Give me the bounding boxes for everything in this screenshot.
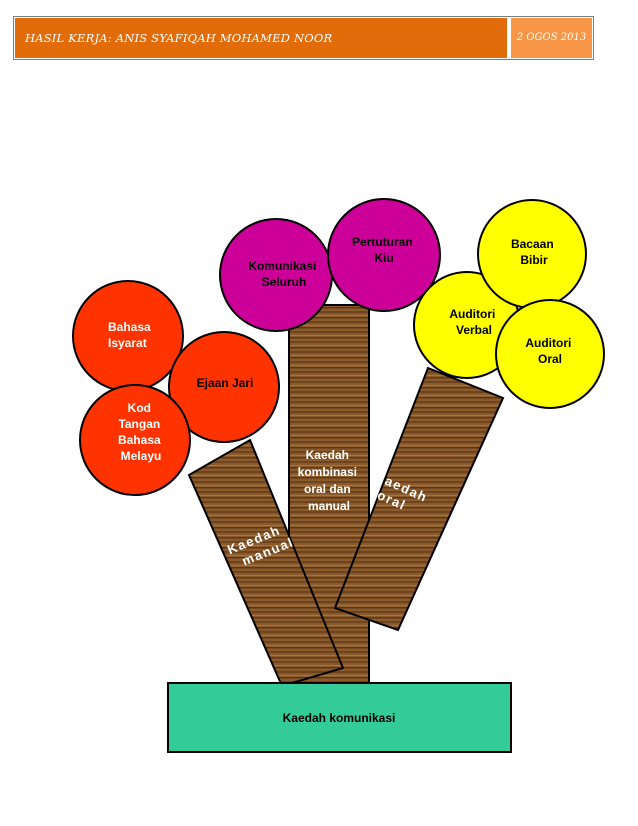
komunikasi-seluruh-line-2: Seluruh bbox=[262, 275, 307, 289]
base-box: Kaedah komunikasi bbox=[167, 682, 512, 753]
bacaan-bibir-line-2: Bibir bbox=[520, 253, 548, 267]
circle-ejaan-jari: Ejaan Jari bbox=[168, 331, 280, 443]
bahasa-isyarat-line-1: Bahasa bbox=[108, 320, 151, 334]
trunk-combined-line-2: kombinasi bbox=[298, 465, 357, 479]
trunk-manual: Kaedah manual bbox=[187, 438, 345, 688]
trunk-oral: Kaedah oral bbox=[333, 366, 505, 632]
kod-tangan-line-3: Bahasa bbox=[118, 433, 161, 447]
circle-kod-tangan: Kod Tangan Bahasa Melayu bbox=[79, 384, 191, 496]
kod-tangan-line-4: Melayu bbox=[121, 449, 162, 463]
document-header: HASIL KERJA: ANIS SYAFIQAH MOHAMED NOOR … bbox=[13, 16, 594, 60]
svg-text:Kaedah kombinasi o: Kaedah kombinasi oral dan manual bbox=[298, 448, 361, 513]
circle-auditori-oral: Auditori Oral bbox=[495, 299, 605, 409]
svg-text:Bacaan Bibir: Bacaan Bibir bbox=[511, 237, 557, 267]
svg-text:Kod Tangan Bahasa: Kod Tangan Bahasa Melayu bbox=[118, 401, 164, 463]
ejaan-jari-label: Ejaan Jari bbox=[197, 376, 254, 390]
svg-text:Bahasa Isyarat: Bahasa Isyarat bbox=[108, 320, 154, 350]
auditori-verbal-line-2: Verbal bbox=[456, 323, 492, 337]
trunk-combined-line-3: oral dan bbox=[304, 482, 351, 496]
svg-text:Auditori Oral: Auditori Oral bbox=[525, 336, 574, 366]
komunikasi-seluruh-line-1: Komunikasi bbox=[248, 259, 316, 273]
pertuturan-kiu-line-1: Pertuturan bbox=[352, 235, 413, 249]
pertuturan-kiu-line-2: Kiu bbox=[374, 251, 393, 265]
circle-bacaan-bibir: Bacaan Bibir bbox=[477, 199, 587, 309]
svg-text:Pertuturan Kiu: Pertuturan Kiu bbox=[352, 235, 416, 265]
header-title: HASIL KERJA: ANIS SYAFIQAH MOHAMED NOOR bbox=[15, 18, 507, 58]
bahasa-isyarat-line-2: Isyarat bbox=[108, 336, 147, 350]
auditori-oral-line-2: Oral bbox=[538, 352, 562, 366]
trunk-combined-line-1: Kaedah bbox=[306, 448, 349, 462]
circle-bahasa-isyarat: Bahasa Isyarat bbox=[72, 280, 184, 392]
header-date: 2 OGOS 2013 bbox=[511, 18, 592, 58]
auditori-oral-line-1: Auditori bbox=[525, 336, 571, 350]
circle-pertuturan-kiu: Pertuturan Kiu bbox=[327, 198, 441, 312]
svg-text:Komunikasi Seluruh: Komunikasi Seluruh bbox=[248, 259, 319, 289]
auditori-verbal-line-1: Auditori bbox=[449, 307, 495, 321]
base-label: Kaedah komunikasi bbox=[283, 711, 396, 725]
kod-tangan-line-2: Tangan bbox=[118, 417, 160, 431]
bacaan-bibir-line-1: Bacaan bbox=[511, 237, 554, 251]
trunk-combined-line-4: manual bbox=[308, 499, 350, 513]
circle-komunikasi-seluruh: Komunikasi Seluruh bbox=[219, 218, 333, 332]
svg-text:Auditori Verbal: Auditori Verbal bbox=[449, 307, 498, 337]
kod-tangan-line-1: Kod bbox=[128, 401, 151, 415]
